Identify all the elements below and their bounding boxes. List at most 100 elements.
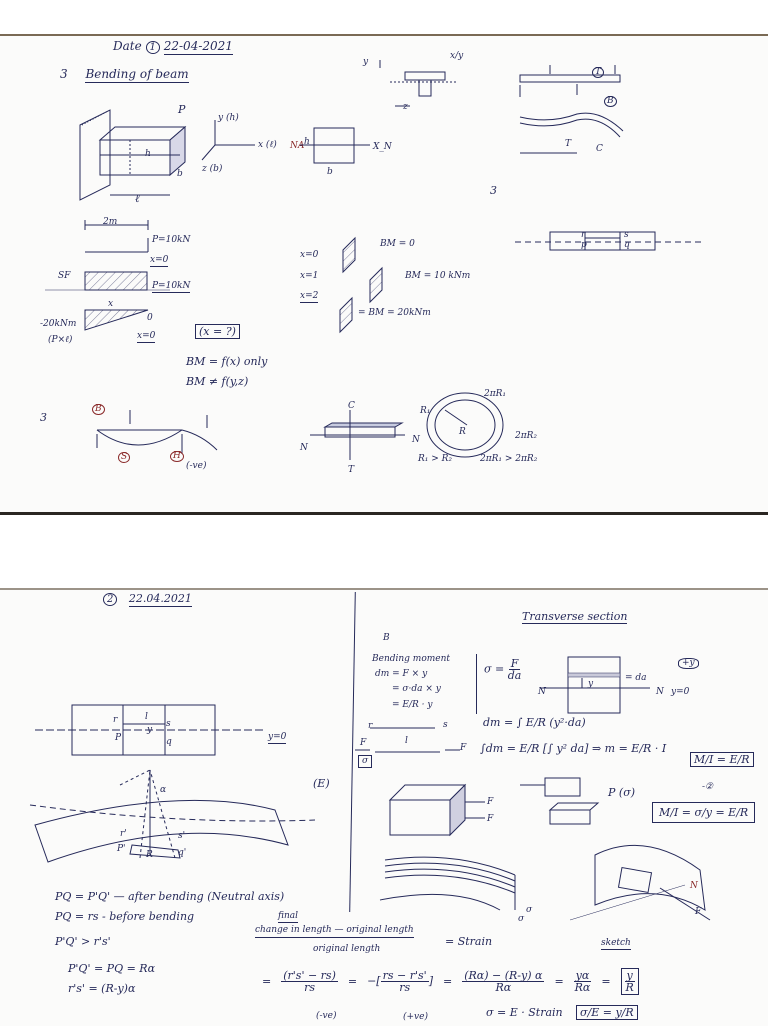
bent-p-prime: P' [117, 844, 126, 854]
section-b-label: b [327, 167, 333, 177]
section-da: = da [625, 673, 647, 683]
note-line-1: PQ = P'Q' — after bending (Neutral axis) [55, 890, 285, 903]
section-x0: x=0 [300, 250, 319, 260]
fibre-s: s [443, 720, 448, 730]
strain-final: final [278, 911, 299, 923]
strain-derivation: = (r's' − rs)rs = −[rs − r's'rs] = (Rα) … [262, 968, 639, 995]
bullet-marker: 3 [60, 67, 68, 81]
date-label: Date [113, 39, 142, 53]
x-neutral-label: X_N [373, 142, 392, 152]
bent-r-prime: r' [120, 829, 127, 839]
beam-circle-t: T [592, 67, 605, 78]
section-x1: x=1 [300, 271, 319, 281]
elem-s: s [166, 719, 171, 729]
boxed-eq-2: M/I = σ/y = E/R [652, 802, 756, 823]
bm-line-2: = σ·da × y [392, 684, 441, 694]
section-n-right: N [656, 687, 664, 697]
neutral-n-right: N [412, 435, 420, 445]
rings-sketch [426, 392, 504, 458]
pqrs-s: s [624, 230, 629, 240]
sagging-label: S [118, 452, 131, 463]
bent-beam-sketch [29, 769, 316, 863]
beam-element [35, 704, 265, 756]
label-b: B [383, 633, 390, 643]
elem-q: q [166, 737, 172, 747]
sketch-tag: sketch [601, 938, 631, 950]
note-line-2: PQ = rs - before bending [55, 910, 195, 923]
section-bm1: BM = 10 kNm [405, 271, 471, 281]
t-xy-label: x/y [450, 51, 464, 61]
section-y: y [588, 679, 594, 689]
load-sf-label: P=10kN [152, 281, 191, 293]
bm-line-3: = E/R · y [392, 700, 433, 710]
bmd-zero: 0 [147, 313, 153, 323]
curved-n-label: N [690, 881, 698, 891]
date-line-2: 2 22.04.2021 [103, 592, 192, 607]
date-value: 22-04-2021 [163, 39, 233, 55]
length-label: ℓ [135, 192, 140, 205]
load-label: P [178, 103, 186, 116]
na-label: NA [290, 141, 305, 151]
fibre-sigma: σ [358, 755, 373, 768]
rect-section [300, 127, 370, 164]
fibre-sketch [355, 727, 460, 753]
elem-y: y [147, 725, 153, 735]
bent-e-label: (E) [313, 777, 330, 790]
elem-l: l [145, 712, 148, 722]
force-block-sketch [388, 783, 485, 837]
height-label: h [145, 149, 151, 159]
elem-axis-label: y=0 [268, 732, 287, 744]
fibre-l: l [405, 736, 408, 746]
stress-strain-eq: σ = E · Strain [486, 1006, 563, 1019]
ring-right-label: 2πR₂ [515, 431, 538, 441]
sigma-arrow-1: σ [526, 905, 533, 915]
bent-alpha: α [160, 785, 167, 795]
section-bm0: BM = 0 [380, 239, 415, 249]
beam-circle-b: B [604, 96, 617, 107]
negative-label: (-ve) [186, 461, 207, 471]
boxed-eq-3: σ/E = y/R [576, 1005, 638, 1020]
layered-beam-sketch [379, 856, 516, 911]
small-blocks-sketch [520, 777, 600, 825]
pqrs-r: r [581, 230, 586, 240]
sagging-hogging-sketch [96, 410, 218, 454]
equation-number: -② [702, 782, 714, 792]
t-z-label: z [403, 102, 408, 112]
force-f2: F [487, 814, 494, 824]
section-x2: x=2 [300, 291, 319, 303]
pqrs-section [515, 231, 705, 251]
section-title: Bending of beam [85, 67, 189, 83]
cantilever-sketch [79, 109, 187, 201]
beam-tension-label: T [565, 139, 572, 149]
curved-beam-block-sketch [569, 844, 711, 921]
beam-compression-label: C [596, 144, 603, 154]
bm-not-function: BM ≠ f(y,z) [186, 375, 249, 388]
width-label: b [177, 169, 183, 179]
t-section-sketch [379, 60, 457, 107]
bent-q-prime: q' [178, 848, 187, 858]
x0-top-label: x=0 [150, 255, 169, 267]
cross-section-sketch [540, 656, 650, 714]
fibre-f-left: F [360, 738, 367, 748]
axes-sketch [201, 120, 255, 161]
section-n-left: N [538, 687, 546, 697]
bm-line-1: dm = F × y [375, 669, 428, 679]
bullet-marker-2: 3 [490, 184, 497, 197]
hogging-label: H [170, 451, 184, 462]
tension-t: T [348, 465, 355, 475]
bm-formula: (P×ℓ) [48, 335, 73, 345]
ring-top-label: 2πR₁ [484, 389, 507, 399]
lecture-number: 1 [145, 41, 160, 54]
section-slices [339, 236, 383, 334]
note-line-5: r's' = (R-y)α [68, 982, 136, 995]
bullet-marker-3: 3 [40, 411, 47, 424]
loaded-beam-sketch [519, 65, 624, 154]
section-bm2: = BM = 20kNm [358, 308, 431, 318]
sigma-arrow-2: σ [518, 914, 525, 924]
bending-b-label: B [92, 404, 105, 415]
pqrs-q: q [624, 240, 630, 250]
bent-element-sketch [310, 410, 405, 460]
axis-x-label: x (ℓ) [258, 140, 277, 150]
load-top-label: P=10kN [152, 235, 191, 245]
bmd-x-label: x [108, 299, 114, 309]
